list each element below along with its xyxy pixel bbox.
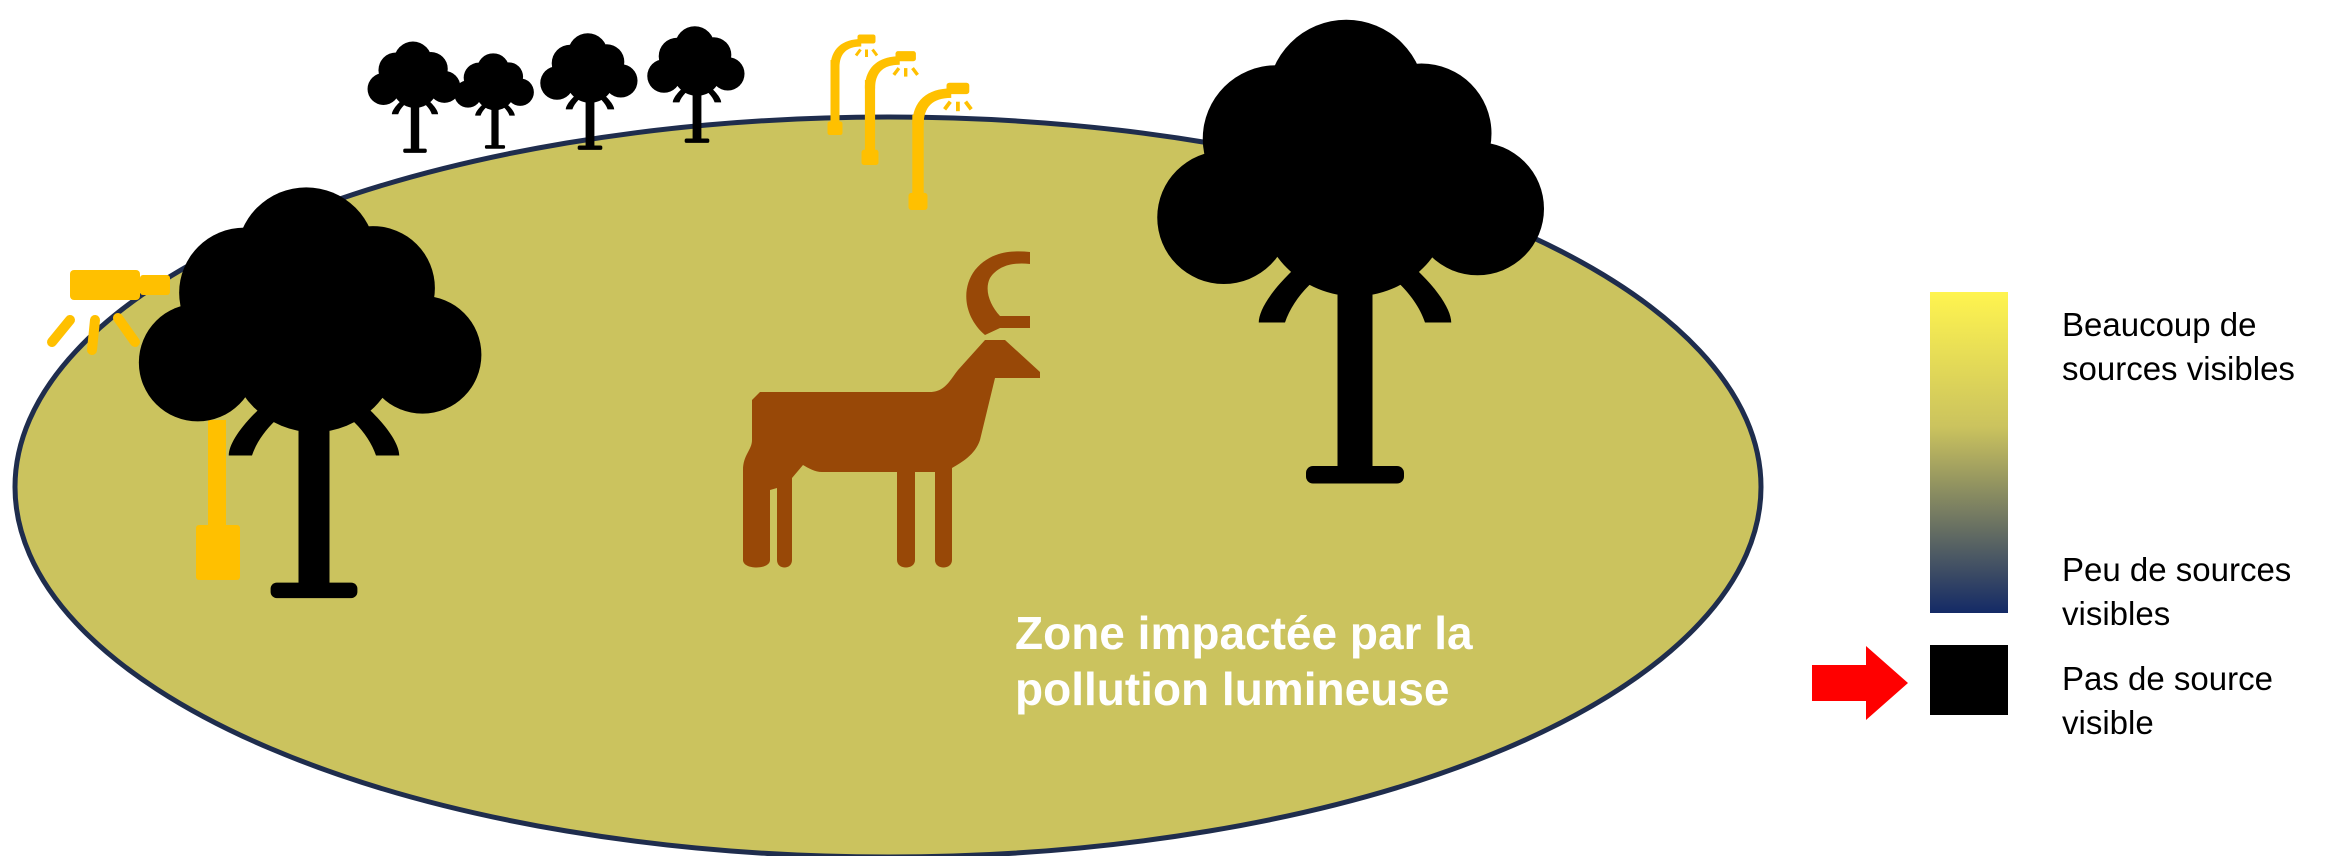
tree-icon [454,53,534,149]
legend-high-label: Beaucoup de sources visibles [2062,306,2295,387]
impacted-zone [12,114,1764,856]
floodlight-icon [47,270,170,355]
zone-label: Zone impactée par la pollution lumineuse [1015,607,1473,715]
deer-icon [743,251,1040,568]
legend-none-swatch [1930,645,2008,715]
arrow-right-icon [1812,646,1908,720]
legend-none-label: Pas de source visible [2062,660,2273,741]
legend-gradient-bar [1930,292,2008,613]
street-lamp-icon [196,420,240,580]
legend-low-label: Peu de sources visibles [2062,551,2292,632]
tree-icon [367,41,461,153]
